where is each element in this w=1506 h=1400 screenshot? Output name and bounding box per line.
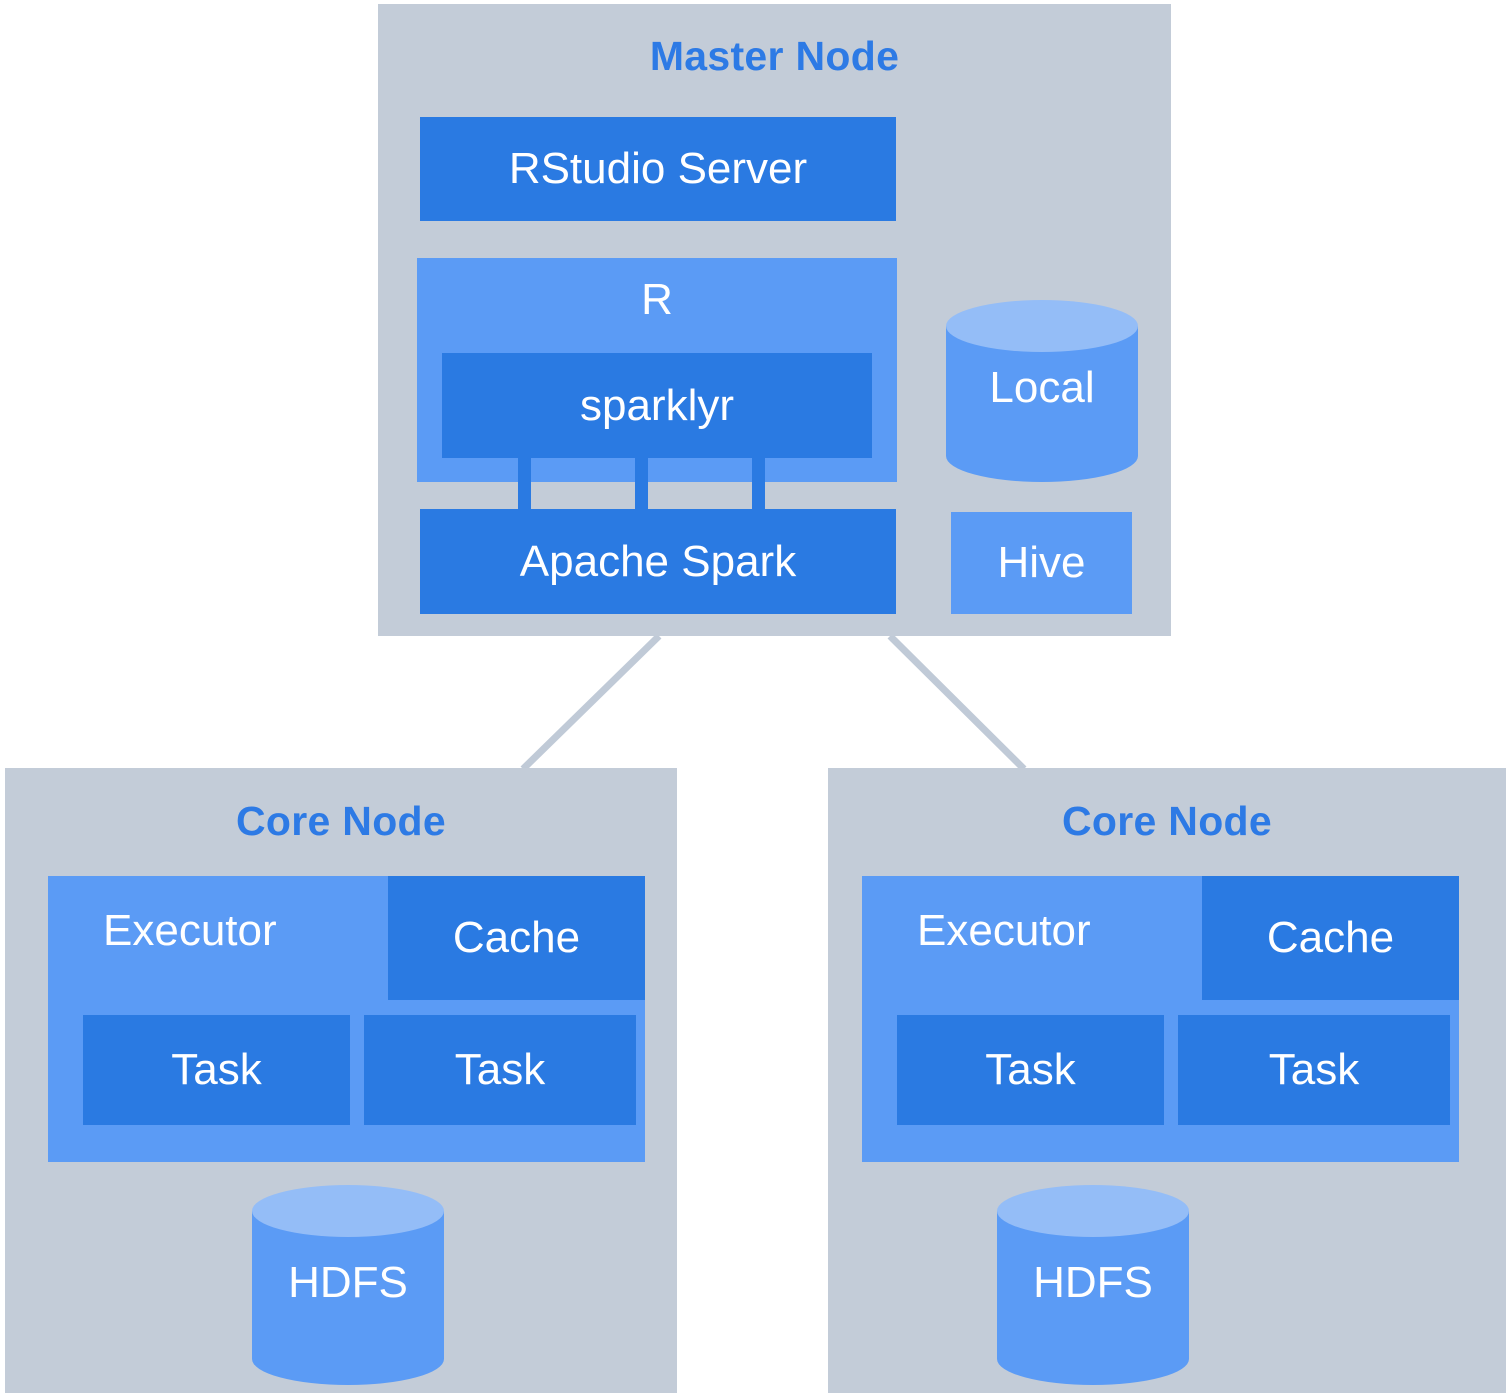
task-box-right-1[interactable]: Task	[897, 1015, 1164, 1125]
edge-master-to-core-right	[887, 633, 1027, 772]
task-box-left-2[interactable]: Task	[364, 1015, 636, 1125]
task-label-left-2: Task	[454, 1045, 546, 1094]
rstudio-server-label: RStudio Server	[508, 144, 808, 193]
executor-container-right[interactable]: Executor Cache Task Task	[862, 876, 1459, 1162]
apache-spark-box[interactable]: Apache Spark	[420, 509, 896, 614]
core-node-right-title: Core Node	[1061, 798, 1272, 844]
master-node-panel: Master Node RStudio Server R sparklyr Ap…	[378, 4, 1171, 636]
connector-tooth-3	[752, 449, 765, 514]
connector-tooth-2	[635, 449, 648, 514]
core-node-left-title: Core Node	[235, 798, 446, 844]
core-node-left-panel: Core Node Executor Cache Task Task HDFS	[5, 768, 677, 1393]
connector-tooth-1	[518, 449, 531, 514]
executor-label-left: Executor	[103, 906, 277, 955]
rstudio-server-box[interactable]: RStudio Server	[420, 117, 896, 221]
task-box-right-2[interactable]: Task	[1178, 1015, 1450, 1125]
hdfs-cylinder-right[interactable]: HDFS	[995, 1185, 1191, 1385]
cache-box-right[interactable]: Cache	[1202, 876, 1459, 1000]
cache-box-left[interactable]: Cache	[388, 876, 645, 1000]
edge-master-to-core-left	[520, 633, 662, 772]
r-runtime-label: R	[641, 275, 673, 324]
cylinder-shape	[252, 1185, 444, 1385]
task-box-left-1[interactable]: Task	[83, 1015, 350, 1125]
hive-box[interactable]: Hive	[951, 512, 1132, 614]
cylinder-shape	[997, 1185, 1189, 1385]
hive-label: Hive	[997, 538, 1086, 587]
hdfs-cylinder-left[interactable]: HDFS	[250, 1185, 446, 1385]
sparklyr-label: sparklyr	[579, 380, 735, 430]
task-label-right-1: Task	[985, 1045, 1076, 1094]
sparklyr-box[interactable]: sparklyr	[442, 353, 872, 458]
cylinder-shape	[946, 300, 1138, 482]
cache-label-right: Cache	[1266, 913, 1395, 962]
cache-label-left: Cache	[452, 913, 581, 962]
local-storage-cylinder[interactable]: Local	[944, 300, 1140, 482]
r-runtime-container[interactable]: R sparklyr	[417, 258, 897, 482]
master-node-title: Master Node	[649, 33, 900, 79]
task-label-right-2: Task	[1268, 1045, 1360, 1094]
apache-spark-label: Apache Spark	[519, 536, 797, 586]
core-node-right-panel: Core Node Executor Cache Task Task HDFS	[828, 768, 1506, 1393]
executor-label-right: Executor	[917, 906, 1091, 955]
executor-container-left[interactable]: Executor Cache Task Task	[48, 876, 645, 1162]
task-label-left-1: Task	[171, 1045, 262, 1094]
